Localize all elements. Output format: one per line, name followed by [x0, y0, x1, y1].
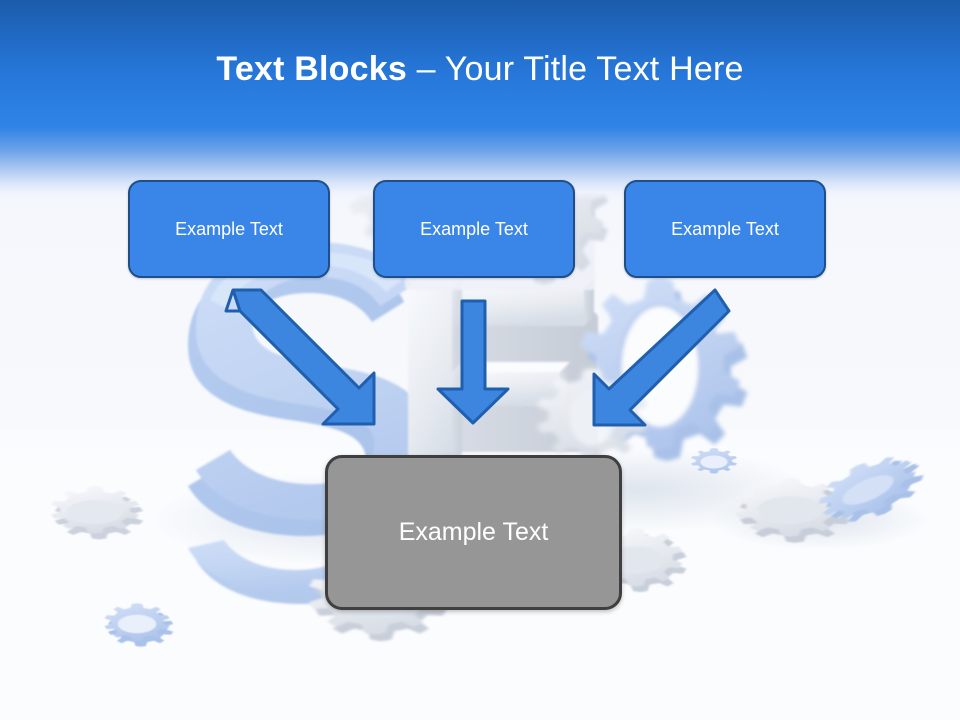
text-block-1[interactable]: Example Text — [128, 180, 330, 278]
text-block-2-label: Example Text — [420, 218, 528, 239]
page-title-separator: – — [406, 50, 445, 88]
text-block-main-label: Example Text — [398, 518, 549, 546]
gear-left-edge-white — [537, 368, 647, 463]
text-block-main[interactable]: Example Text — [325, 455, 622, 610]
text-block-1-label: Example Text — [175, 218, 283, 239]
page-title-light: Your Title Text Here — [444, 50, 744, 88]
text-block-3[interactable]: Example Text — [624, 180, 826, 278]
gear-bottom-blue — [104, 603, 174, 647]
page-title: Text Blocks – Your Title Text Here — [0, 48, 960, 90]
page-title-strong: Text Blocks — [216, 50, 407, 88]
text-block-2[interactable]: Example Text — [373, 180, 575, 278]
gear-small-blue-ring — [691, 447, 737, 474]
text-block-3-label: Example Text — [671, 218, 779, 239]
gear-lower-white — [735, 477, 850, 543]
gear-right-blue-tilted — [810, 444, 932, 535]
gear-bottom-right-white — [589, 527, 687, 593]
gear-bottom-left-white — [51, 486, 143, 540]
